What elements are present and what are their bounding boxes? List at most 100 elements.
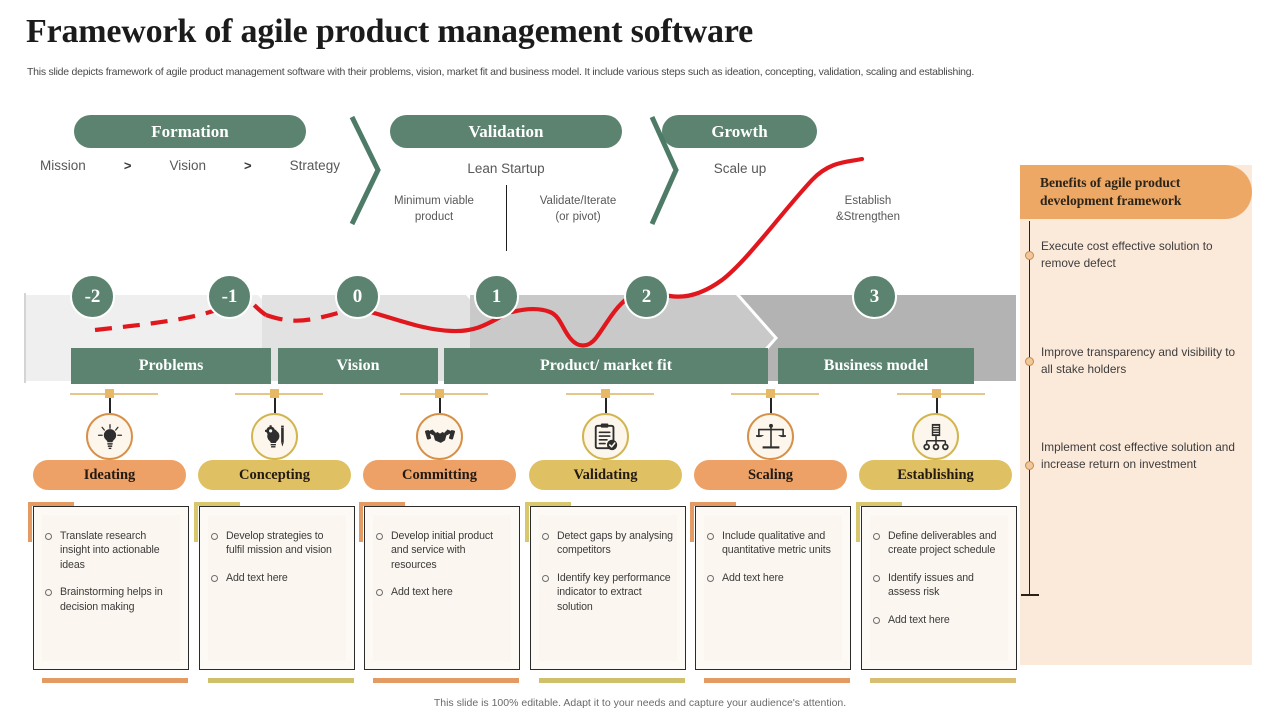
content-card-ideating[interactable]: Translate research insight into actionab… bbox=[33, 506, 189, 670]
step-pill-validating[interactable]: Validating bbox=[529, 460, 682, 490]
stage-bar-product-market-fit[interactable]: Product/ market fit bbox=[444, 348, 768, 384]
connector-drop-1 bbox=[109, 393, 111, 415]
list-item: Add text here bbox=[206, 571, 344, 585]
card-corner-left-3 bbox=[359, 502, 363, 542]
org-chart-icon-glyph bbox=[922, 423, 949, 450]
step-pill-scaling[interactable]: Scaling bbox=[694, 460, 847, 490]
handshake-icon bbox=[416, 413, 463, 460]
card-corner-top-3 bbox=[359, 502, 405, 506]
phase-pill-growth[interactable]: Growth bbox=[662, 115, 817, 148]
benefit-dot-3 bbox=[1025, 461, 1034, 470]
growth-subtitle: Scale up bbox=[713, 161, 767, 176]
clipboard-check-icon-glyph bbox=[594, 422, 617, 450]
list-item: Add text here bbox=[868, 613, 1006, 627]
list-item: Develop strategies to fulfil mission and… bbox=[206, 529, 344, 558]
list-item: Define deliverables and create project s… bbox=[868, 529, 1006, 558]
connector-drop-5 bbox=[770, 393, 772, 415]
list-item: Add text here bbox=[702, 571, 840, 585]
list-item: Brainstorming helps in decision making bbox=[40, 585, 178, 614]
list-item: Detect gaps by analysing competitors bbox=[537, 529, 675, 558]
phase-pill-formation[interactable]: Formation bbox=[74, 115, 306, 148]
list-item: Identify issues and assess risk bbox=[868, 571, 1006, 600]
content-card-scaling[interactable]: Include qualitative and quantitative met… bbox=[695, 506, 851, 670]
benefit-item-1: Execute cost effective solution to remov… bbox=[1041, 239, 1213, 270]
card-corner-top-5 bbox=[690, 502, 736, 506]
stage-bar-problems[interactable]: Problems bbox=[71, 348, 271, 384]
card-corner-left-4 bbox=[525, 502, 529, 542]
card-corner-top-1 bbox=[28, 502, 74, 506]
step-pill-concepting[interactable]: Concepting bbox=[198, 460, 351, 490]
benefit-item-3: Implement cost effective solution and in… bbox=[1041, 440, 1235, 471]
formation-step-vision: Vision bbox=[169, 158, 206, 173]
stage-bar-vision[interactable]: Vision bbox=[278, 348, 438, 384]
validation-detail-mvp: Minimum viable product bbox=[368, 193, 500, 226]
connector-line-2 bbox=[235, 393, 323, 395]
benefits-axis bbox=[1029, 221, 1031, 596]
card-bullet-list-2: Develop strategies to fulfil mission and… bbox=[206, 529, 344, 585]
formation-step-mission: Mission bbox=[40, 158, 86, 173]
timeline-marker-2[interactable]: 2 bbox=[624, 274, 669, 319]
benefits-panel bbox=[1020, 165, 1252, 665]
card-corner-left-2 bbox=[194, 502, 198, 542]
formation-separator-1: > bbox=[123, 158, 132, 173]
timeline-marker-3[interactable]: 3 bbox=[852, 274, 897, 319]
list-item: Include qualitative and quantitative met… bbox=[702, 529, 840, 558]
handshake-icon-glyph bbox=[424, 429, 455, 443]
mvp-line-2: product bbox=[414, 211, 454, 224]
connector-line-3 bbox=[400, 393, 488, 395]
stage-bar-business-model[interactable]: Business model bbox=[778, 348, 974, 384]
step-pill-ideating[interactable]: Ideating bbox=[33, 460, 186, 490]
card-corner-top-6 bbox=[856, 502, 902, 506]
list-item: Identify key performance indicator to ex… bbox=[537, 571, 675, 614]
content-card-committing[interactable]: Develop initial product and service with… bbox=[364, 506, 520, 670]
card-underbar-1 bbox=[42, 678, 188, 683]
connector-drop-4 bbox=[605, 393, 607, 415]
formation-separator-2: > bbox=[244, 158, 252, 173]
step-pill-committing[interactable]: Committing bbox=[363, 460, 516, 490]
benefit-item-2: Improve transparency and visibility to a… bbox=[1041, 345, 1236, 376]
list-item: Add text here bbox=[371, 585, 509, 599]
card-inner-6 bbox=[870, 515, 1008, 661]
connector-node-6 bbox=[932, 389, 941, 398]
content-card-establishing[interactable]: Define deliverables and create project s… bbox=[861, 506, 1017, 670]
content-card-validating[interactable]: Detect gaps by analysing competitors Ide… bbox=[530, 506, 686, 670]
card-underbar-6 bbox=[870, 678, 1016, 683]
phase-pill-validation[interactable]: Validation bbox=[390, 115, 622, 148]
timeline-marker-0[interactable]: 0 bbox=[335, 274, 380, 319]
card-bullet-list-3: Develop initial product and service with… bbox=[371, 529, 509, 600]
card-underbar-3 bbox=[373, 678, 519, 683]
page-subtitle: This slide depicts framework of agile pr… bbox=[27, 66, 975, 78]
establish-line-1: Establish bbox=[844, 195, 892, 207]
card-corner-left-1 bbox=[28, 502, 32, 542]
validate-line-2: (or pivot) bbox=[555, 211, 601, 224]
card-inner-3 bbox=[373, 515, 511, 661]
connector-line-4 bbox=[566, 393, 654, 395]
validate-line-1: Validate/Iterate bbox=[539, 195, 617, 207]
footer-note: This slide is 100% editable. Adapt it to… bbox=[433, 697, 847, 709]
connector-line-1 bbox=[70, 393, 158, 395]
formation-step-strategy: Strategy bbox=[289, 158, 340, 173]
card-underbar-5 bbox=[704, 678, 850, 683]
content-card-concepting[interactable]: Develop strategies to fulfil mission and… bbox=[199, 506, 355, 670]
benefits-panel-title: Benefits of agile product development fr… bbox=[1020, 165, 1252, 219]
connector-drop-2 bbox=[274, 393, 276, 415]
card-underbar-4 bbox=[539, 678, 685, 683]
connector-node-1 bbox=[105, 389, 114, 398]
connector-drop-3 bbox=[439, 393, 441, 415]
formation-steps: Mission > Vision > Strategy bbox=[40, 158, 340, 173]
balance-scale-icon-glyph bbox=[755, 423, 786, 448]
timeline-marker--2[interactable]: -2 bbox=[70, 274, 115, 319]
card-bullet-list-4: Detect gaps by analysing competitors Ide… bbox=[537, 529, 675, 614]
card-bullet-list-5: Include qualitative and quantitative met… bbox=[702, 529, 840, 585]
timeline-marker-1[interactable]: 1 bbox=[474, 274, 519, 319]
benefit-dot-2 bbox=[1025, 357, 1034, 366]
list-item: Develop initial product and service with… bbox=[371, 529, 509, 572]
step-pill-establishing[interactable]: Establishing bbox=[859, 460, 1012, 490]
card-inner-1 bbox=[42, 515, 180, 661]
connector-node-3 bbox=[435, 389, 444, 398]
card-corner-top-2 bbox=[194, 502, 240, 506]
page-title: Framework of agile product management so… bbox=[26, 13, 754, 50]
timeline-marker--1[interactable]: -1 bbox=[207, 274, 252, 319]
benefit-dot-1 bbox=[1025, 251, 1034, 260]
